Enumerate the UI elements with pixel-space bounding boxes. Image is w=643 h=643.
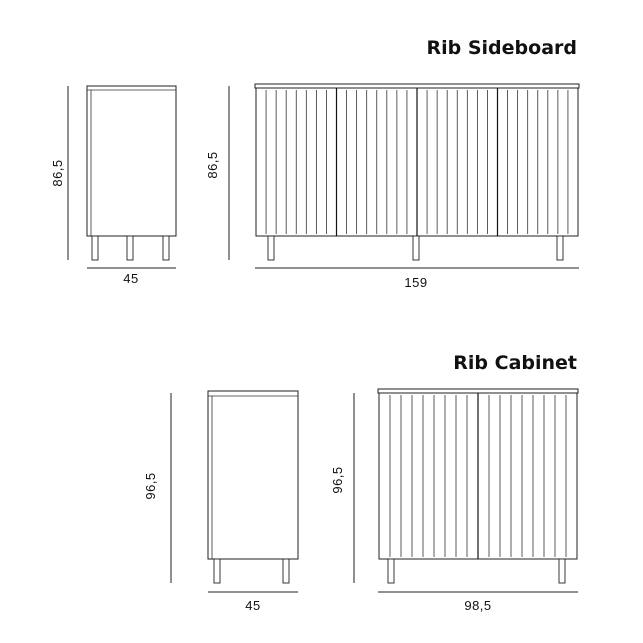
cabinet-front-leg — [558, 558, 566, 584]
sideboard-side-leg — [91, 235, 99, 261]
cabinet-title: Rib Cabinet — [453, 352, 577, 374]
sideboard-side-leg — [126, 235, 134, 261]
cabinet-side-height-label: 96,5 — [143, 472, 158, 499]
sideboard-side-view — [86, 85, 177, 261]
sideboard-front-view — [254, 83, 580, 261]
sideboard-front-leg — [412, 235, 420, 261]
sideboard-side-leg — [162, 235, 170, 261]
sideboard-front-leg — [267, 235, 275, 261]
sideboard-front-leg — [556, 235, 564, 261]
sideboard-side-depth-label: 45 — [123, 271, 138, 286]
sideboard-side-height-label: 86,5 — [50, 159, 65, 186]
sideboard-title: Rib Sideboard — [427, 37, 578, 59]
cabinet-side-body — [207, 390, 299, 560]
cabinet-top — [377, 388, 579, 394]
cabinet-side-depth-label: 45 — [245, 598, 260, 613]
sideboard-front-height-label: 86,5 — [205, 151, 220, 178]
cabinet-side-view — [207, 390, 299, 584]
cabinet-side-leg — [213, 558, 221, 584]
cabinet-front-width-label: 98,5 — [464, 598, 491, 613]
sideboard-side-body — [86, 85, 177, 237]
cabinet-front-height-label: 96,5 — [330, 466, 345, 493]
sideboard-front-width-label: 159 — [404, 275, 427, 290]
cabinet-side-leg — [282, 558, 290, 584]
cabinet-front-leg — [387, 558, 395, 584]
sideboard-top — [254, 83, 580, 89]
cabinet-front-view — [377, 388, 579, 584]
